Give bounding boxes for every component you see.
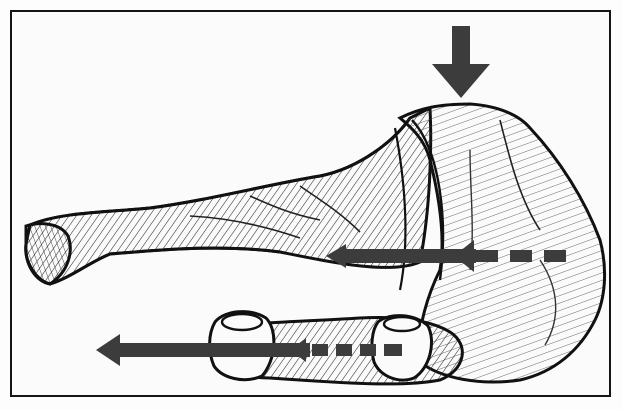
downward-force-arrow-icon: [432, 26, 490, 98]
